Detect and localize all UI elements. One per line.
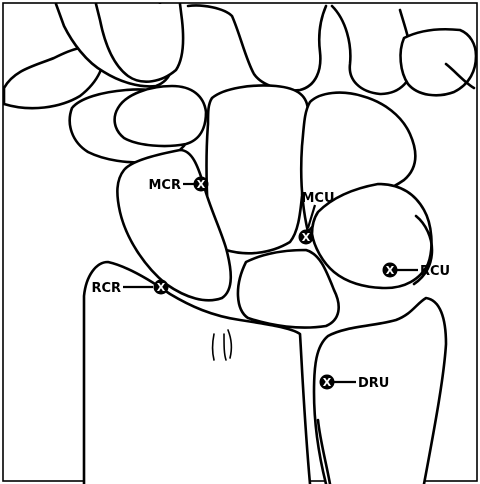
mcu-label: MCU [301, 191, 334, 206]
rcr-label: RCR [91, 281, 121, 296]
rcr-x-glyph: X [157, 281, 166, 294]
mcu-x-glyph: X [302, 231, 311, 244]
dru-label: DRU [358, 376, 389, 391]
rcu-x-glyph: X [386, 264, 395, 277]
mcr-marker: X MCR [149, 177, 209, 194]
rcu-label: RCU [420, 264, 450, 279]
dru-x-glyph: X [323, 376, 332, 389]
capitate [207, 86, 309, 254]
mcr-x-glyph: X [197, 178, 206, 191]
metacarpal-base-6 [401, 29, 476, 95]
mcr-label: MCR [149, 178, 182, 193]
